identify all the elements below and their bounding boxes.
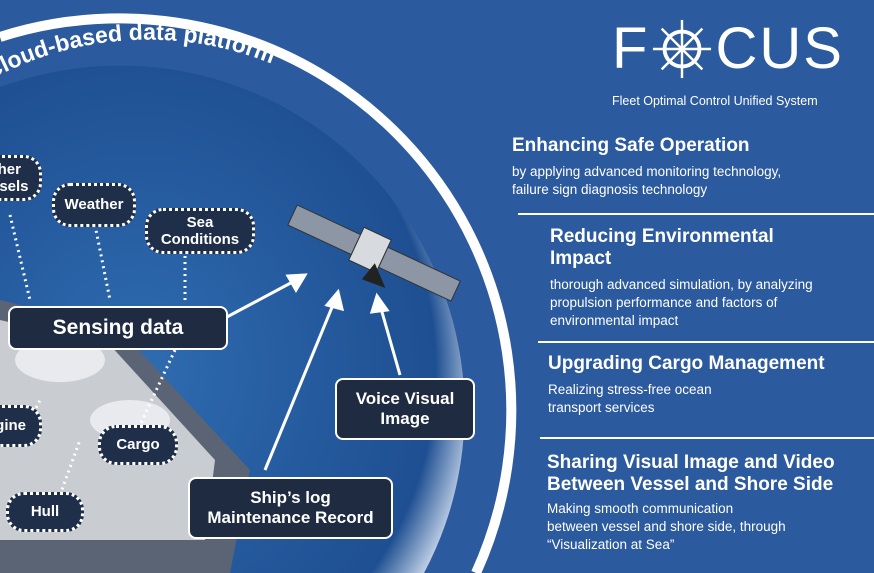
ships-log-box: Ship’s log Maintenance Record bbox=[188, 477, 393, 539]
logo-subtitle: Fleet Optimal Control Unified System bbox=[612, 94, 818, 108]
voice-visual-image-box: Voice Visual Image bbox=[335, 378, 475, 440]
section-sharing: Sharing Visual Image and Video Between V… bbox=[547, 452, 874, 554]
tag-cargo: Cargo bbox=[98, 425, 178, 465]
tag-engine: Engine bbox=[0, 405, 42, 447]
tag-other-vessels: Other Vessels bbox=[0, 155, 42, 201]
section-body: Realizing stress-free ocean transport se… bbox=[548, 382, 712, 415]
focus-logo: F CUS Fleet Optimal Control Unified Syst… bbox=[612, 16, 852, 109]
divider bbox=[538, 341, 874, 343]
logo-letters: CUS bbox=[715, 16, 844, 81]
section-body: thorough advanced simulation, by analyzi… bbox=[550, 277, 813, 328]
section-environmental: Reducing Environmental Impact thorough ad… bbox=[550, 226, 874, 330]
arrows bbox=[224, 273, 402, 471]
section-title: Upgrading Cargo Management bbox=[548, 353, 825, 374]
section-title: Enhancing Safe Operation bbox=[512, 135, 750, 156]
ship-wheel-icon bbox=[653, 19, 712, 79]
divider bbox=[518, 213, 874, 215]
sensing-data-box: Sensing data bbox=[8, 306, 228, 350]
satellite-icon bbox=[287, 204, 461, 302]
section-title: Sharing Visual Image and Video Between V… bbox=[547, 452, 835, 495]
logo-letters: F bbox=[612, 16, 650, 81]
section-title: Reducing Environmental Impact bbox=[550, 226, 774, 269]
outer-ring bbox=[0, 13, 517, 573]
section-safe-operation: Enhancing Safe Operation by applying adva… bbox=[512, 135, 874, 199]
tag-hull: Hull bbox=[6, 492, 84, 532]
section-body: by applying advanced monitoring technolo… bbox=[512, 164, 782, 197]
divider bbox=[540, 437, 874, 439]
tag-sea-conditions: Sea Conditions bbox=[145, 208, 255, 254]
section-body: Making smooth communication between vess… bbox=[547, 501, 786, 552]
tag-weather: Weather bbox=[52, 183, 136, 227]
